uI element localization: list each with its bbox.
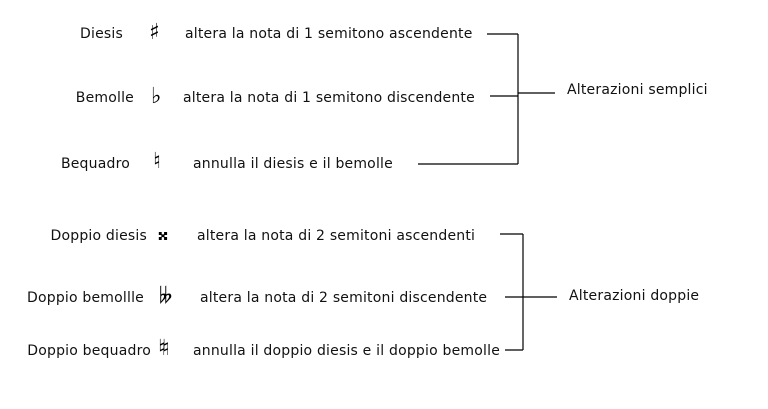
flat-icon: ♭: [151, 84, 162, 109]
sharp-icon: ♯: [149, 20, 160, 45]
simple-row2-name: Bemolle: [75, 90, 134, 106]
double-flat-icon: 𝄫: [159, 284, 173, 309]
double-row1-description: altera la nota di 2 semitoni ascendenti: [197, 228, 476, 244]
double-group-label: Alterazioni doppie: [569, 288, 700, 304]
double-row3-name: Doppio bequadro: [27, 343, 151, 359]
natural-icon: ♮: [153, 149, 161, 174]
simple-row2-description: altera la nota di 1 semitono discendente: [183, 90, 475, 106]
double-row3-description: annulla il doppio diesis e il doppio bem…: [193, 343, 501, 359]
double-row1-name: Doppio diesis: [50, 228, 147, 244]
simple-row3-name: Bequadro: [60, 156, 130, 172]
simple-row3-description: annulla il diesis e il bemolle: [193, 156, 393, 172]
simple-row1-description: altera la nota di 1 semitono ascendente: [185, 26, 473, 42]
double-row2-name: Doppio bemollle: [26, 290, 144, 306]
simple-row1-name: Diesis: [80, 26, 123, 42]
double-row2-description: altera la nota di 2 semitoni discendente: [200, 290, 488, 306]
double-natural-icon: ♮♮: [158, 336, 170, 361]
double-sharp-icon: 𝄪: [158, 221, 168, 246]
simple-group-label: Alterazioni semplici: [567, 82, 708, 98]
